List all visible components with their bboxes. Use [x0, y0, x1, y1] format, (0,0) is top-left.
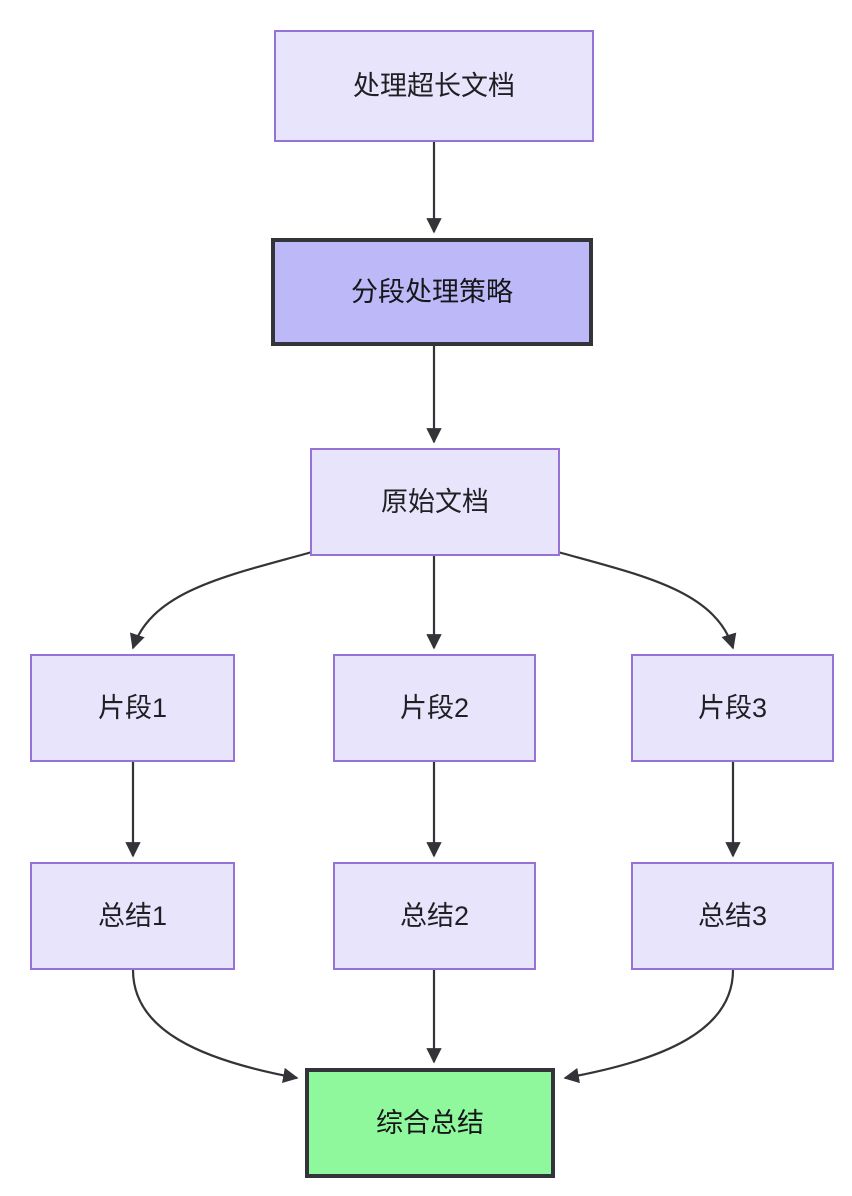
node-label: 总结3 — [697, 900, 768, 931]
node-label: 分段处理策略 — [351, 276, 513, 307]
node-label: 原始文档 — [381, 486, 489, 517]
node-final-summary[interactable]: 综合总结 — [305, 1068, 555, 1178]
node-label: 综合总结 — [376, 1107, 484, 1138]
node-label: 片段1 — [97, 692, 168, 723]
node-chunk-3[interactable]: 片段3 — [631, 654, 834, 762]
node-label: 处理超长文档 — [353, 70, 515, 101]
node-summary-2[interactable]: 总结2 — [333, 862, 536, 970]
node-label: 总结1 — [97, 900, 168, 931]
node-label: 片段2 — [399, 692, 470, 723]
node-source-document[interactable]: 原始文档 — [310, 448, 560, 556]
node-label: 片段3 — [697, 692, 768, 723]
node-chunk-1[interactable]: 片段1 — [30, 654, 235, 762]
edge-doc-src-to-chunk3 — [557, 550, 737, 650]
node-chunking-strategy[interactable]: 分段处理策略 — [271, 238, 593, 346]
node-summary-1[interactable]: 总结1 — [30, 862, 235, 970]
node-label: 总结2 — [399, 900, 470, 931]
node-summary-3[interactable]: 总结3 — [631, 862, 834, 970]
edge-doc-src-to-chunk1 — [130, 550, 313, 650]
node-process-long-document[interactable]: 处理超长文档 — [274, 30, 594, 142]
node-chunk-2[interactable]: 片段2 — [333, 654, 536, 762]
edge-summary1-to-final — [131, 969, 299, 1084]
edge-summary3-to-final — [563, 969, 735, 1084]
